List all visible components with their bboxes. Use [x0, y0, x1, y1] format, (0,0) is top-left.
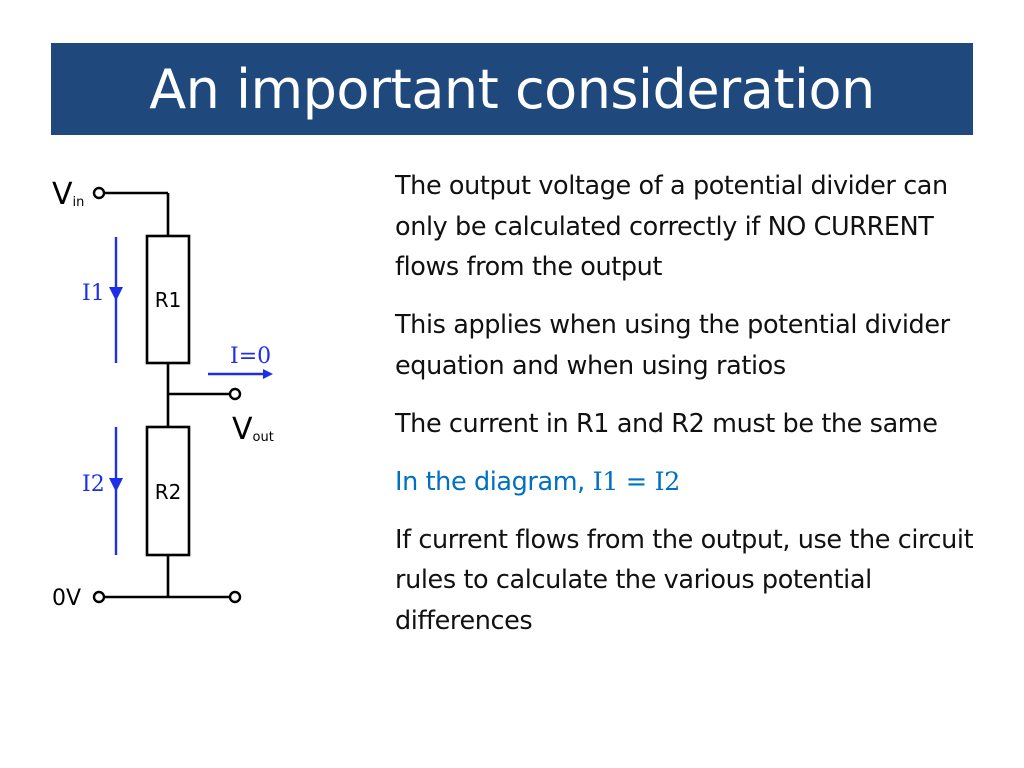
r2-label: R2	[155, 480, 182, 504]
potential-divider-diagram: R1 R2 Vin Vout 0V I1 I2 I=0	[52, 177, 274, 611]
terminal-vout	[228, 387, 242, 401]
highlight-equals: =	[618, 466, 655, 497]
highlight-i1: I1	[592, 466, 619, 497]
current-i1-arrowhead	[109, 287, 123, 301]
paragraph-1: The output voltage of a potential divide…	[395, 171, 948, 282]
terminal-0v-left	[92, 590, 106, 604]
i-zero-label: I=0	[230, 344, 271, 369]
resistor-r2	[145, 425, 191, 557]
circuit-wires	[104, 191, 230, 599]
slide-title: An important consideration	[149, 57, 875, 121]
i2-label: I2	[82, 472, 105, 497]
current-i2-arrowhead	[109, 478, 123, 492]
body-text: The output voltage of a potential divide…	[395, 166, 975, 659]
paragraph-3: The current in R1 and R2 must be the sam…	[395, 408, 938, 439]
title-bar: An important consideration	[51, 43, 973, 135]
current-arrows	[114, 237, 273, 555]
paragraph-2: This applies when using the potential di…	[395, 310, 950, 381]
i1-label: I1	[82, 281, 105, 306]
highlight-i2: I2	[654, 466, 680, 497]
zero-v-label: 0V	[52, 586, 81, 611]
terminal-0v-right	[228, 590, 242, 604]
r1-label: R1	[155, 288, 182, 312]
paragraph-5: If current flows from the output, use th…	[395, 524, 974, 636]
resistor-r1	[145, 234, 191, 365]
paragraph-4-highlight: In the diagram, I1 = I2	[395, 462, 975, 503]
vout-label: Vout	[232, 412, 274, 447]
terminal-vin	[92, 186, 106, 200]
vin-label: Vin	[52, 177, 84, 212]
highlight-prefix: In the diagram,	[395, 466, 593, 497]
